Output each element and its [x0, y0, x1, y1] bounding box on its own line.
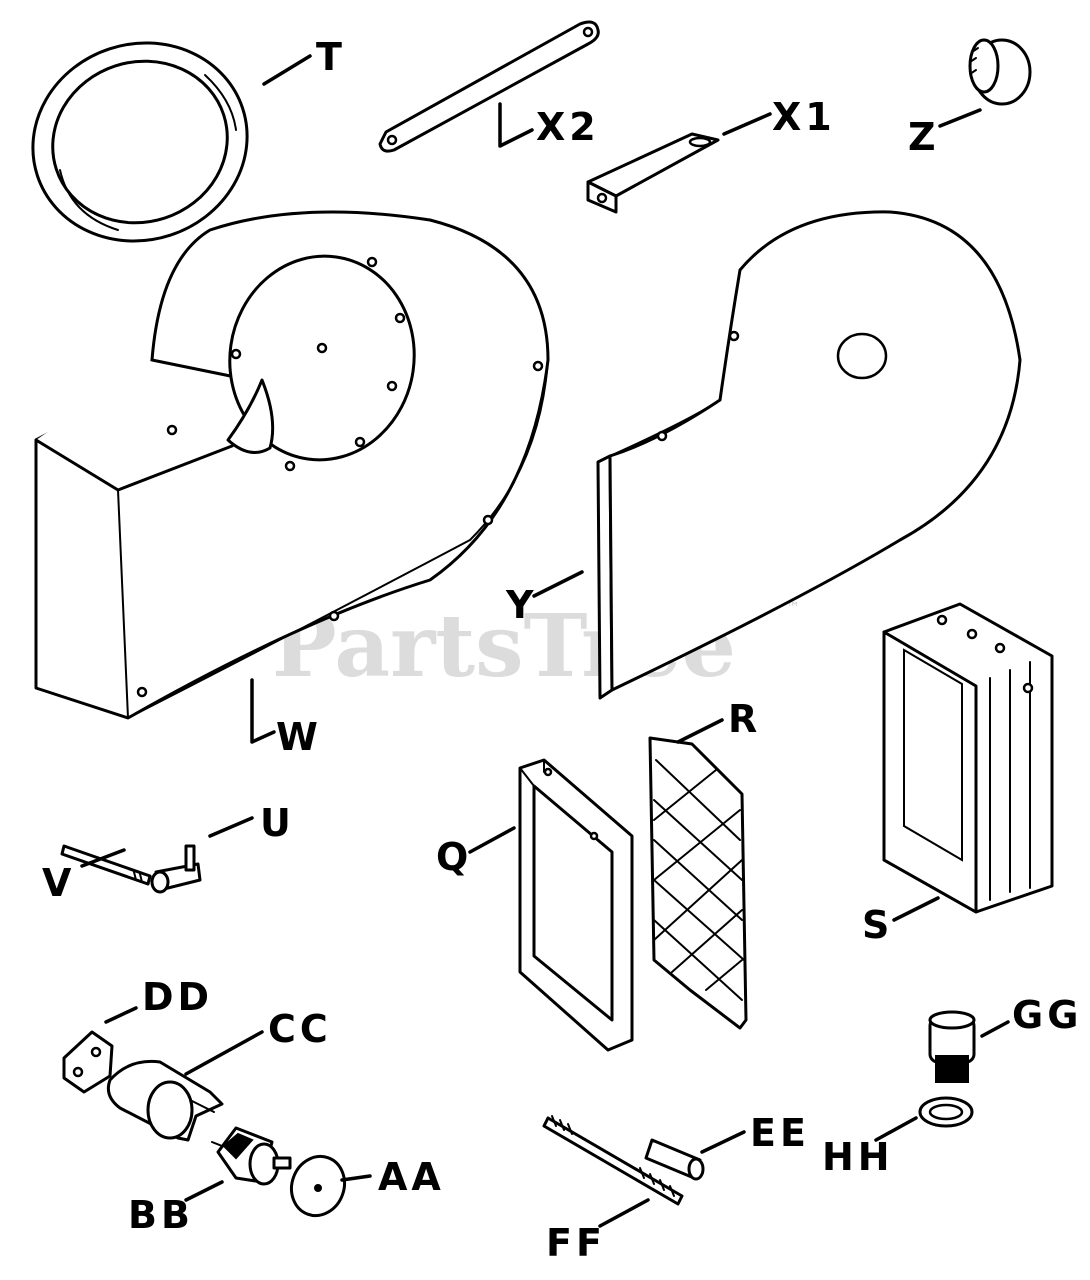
part-cc-mount[interactable] [106, 1059, 224, 1142]
part-r-screen[interactable] [648, 736, 748, 1030]
callout-aa: AA [378, 1155, 445, 1199]
callout-dd: DD [142, 975, 213, 1019]
callout-q: Q [436, 835, 472, 879]
part-hh-locknut[interactable] [918, 1096, 974, 1128]
callout-labels: T X2 X1 Z W Y R Q S U V DD CC BB AA EE F… [42, 35, 1082, 1265]
part-x1-bracket[interactable] [586, 132, 720, 214]
watermark-trademark: ™ [786, 600, 800, 616]
part-v-rod[interactable] [60, 844, 152, 886]
callout-u: U [260, 801, 295, 845]
callout-r: R [728, 697, 761, 741]
callout-t: T [316, 35, 346, 79]
callout-gg: GG [1012, 993, 1082, 1037]
part-ff-stud[interactable] [542, 1115, 684, 1206]
callout-bb: BB [128, 1193, 194, 1237]
callout-y: Y [505, 583, 538, 627]
part-z-plug[interactable] [968, 38, 1032, 106]
callout-z: Z [908, 115, 940, 159]
leader-lines [80, 54, 1010, 1228]
part-q-frame[interactable] [518, 758, 634, 1052]
part-bb-motor[interactable] [211, 1126, 292, 1186]
part-ee-sleeve[interactable] [644, 1138, 705, 1181]
callout-x2: X2 [536, 105, 600, 149]
callout-ee: EE [750, 1111, 810, 1155]
callout-v: V [42, 861, 75, 905]
part-x2-strap[interactable] [378, 20, 600, 153]
part-w-blower-housing[interactable] [34, 210, 550, 720]
callout-s: S [862, 903, 893, 947]
part-u-clamp[interactable] [150, 844, 202, 894]
callout-ff: FF [546, 1221, 606, 1265]
part-dd-bracket[interactable] [62, 1030, 114, 1094]
part-gg-cap[interactable] [928, 1010, 976, 1083]
part-aa-washer[interactable] [283, 1149, 352, 1223]
callout-w: W [276, 715, 322, 759]
callout-x1: X1 [772, 95, 836, 139]
part-y-cover-plate[interactable] [596, 210, 1022, 700]
part-t-ring[interactable] [7, 15, 273, 268]
callout-hh: HH [822, 1135, 894, 1179]
part-s-box[interactable] [882, 602, 1054, 914]
callout-cc: CC [268, 1007, 332, 1051]
